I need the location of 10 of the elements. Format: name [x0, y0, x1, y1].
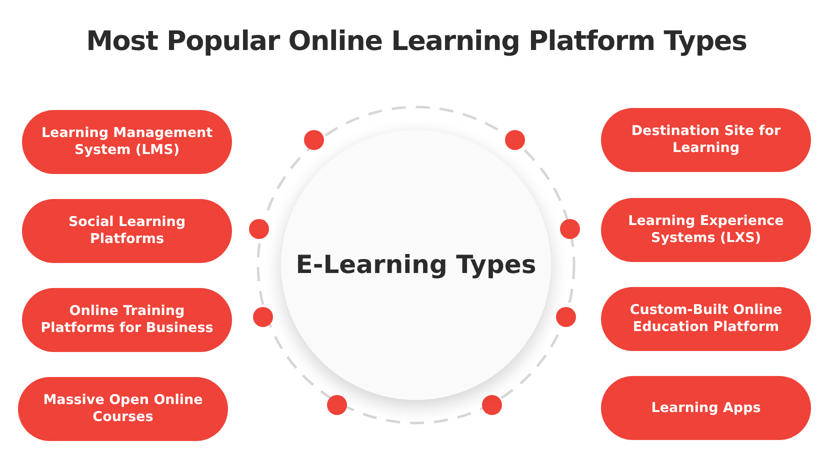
- pill-label: Learning Experience Systems (LXS): [627, 213, 785, 247]
- pill-label: Online Training Platforms for Business: [40, 303, 214, 337]
- pill-label: Learning Management System (LMS): [40, 125, 214, 159]
- pill-label: Massive Open Online Courses: [42, 392, 204, 426]
- title: Most Popular Online Learning Platform Types: [85, 25, 748, 59]
- center-label: E-Learning Types: [296, 249, 536, 282]
- pill-label: Learning Apps: [651, 400, 761, 416]
- pill-label: Custom-Built Online Education Platform: [628, 302, 784, 336]
- pill-label: Destination Site for Learning: [630, 123, 782, 157]
- pill-label: Social Learning Platforms: [67, 214, 187, 248]
